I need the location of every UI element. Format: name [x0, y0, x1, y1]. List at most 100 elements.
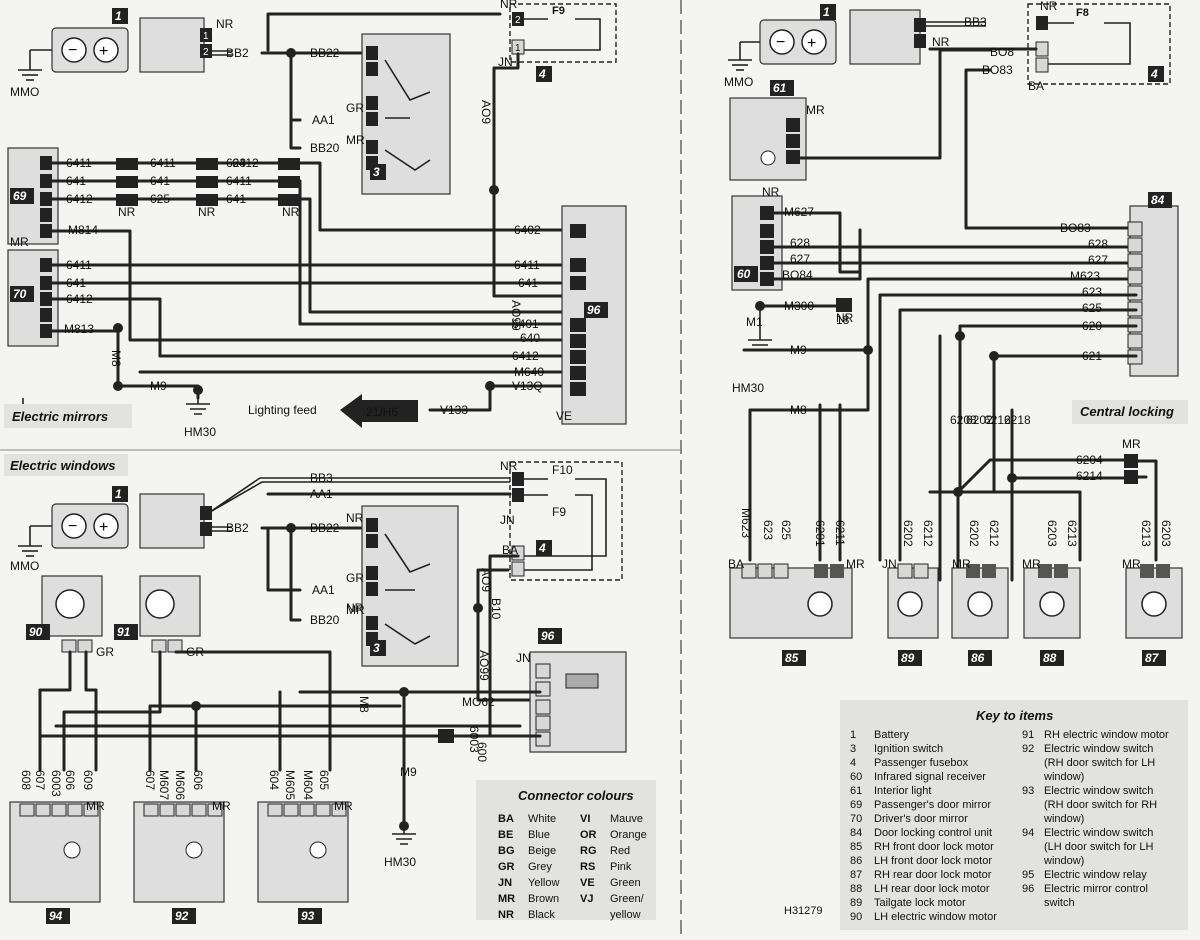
wire-label: JN — [500, 513, 515, 527]
windows-battery: − + — [18, 503, 129, 557]
wire-label: NR — [198, 205, 216, 219]
wire-label: NR — [1040, 0, 1058, 13]
svg-text:89: 89 — [901, 651, 915, 665]
wire-label: F9 — [552, 505, 566, 519]
wire-label: HM30 — [732, 381, 764, 395]
locking-fuse-label: F8 — [1076, 7, 1089, 19]
item-tag: 1 — [112, 486, 128, 502]
wire-label: BA — [1028, 79, 1044, 93]
item-tag: 94 — [46, 908, 70, 924]
window-switch-92 — [133, 801, 225, 903]
wire-label: V13Q — [512, 379, 543, 393]
wire-label: M300 — [784, 299, 814, 313]
key-number: 94 — [1022, 827, 1034, 839]
key-description: Passenger's door mirror — [874, 799, 991, 811]
wire-label: 641 — [150, 174, 170, 188]
item-tag: 1 — [820, 4, 836, 20]
wire-label: VE — [556, 409, 572, 423]
key-description: LH electric window motor — [874, 911, 997, 923]
colour-code: Pink — [610, 861, 632, 873]
wire-label: 604 — [267, 770, 281, 790]
key-description: (RH door switch for LH — [1044, 757, 1155, 769]
key-description: Electric window relay — [1044, 869, 1147, 881]
key-description: Electric mirror control — [1044, 883, 1148, 895]
wire-label: 6213 — [1065, 520, 1079, 547]
svg-text:96: 96 — [541, 629, 555, 643]
svg-text:91: 91 — [117, 625, 131, 639]
wire-label: 625 — [1082, 301, 1102, 315]
wire-label: 6003 — [467, 726, 481, 753]
wire-label: MO62 — [462, 695, 495, 709]
svg-text:1: 1 — [515, 43, 521, 54]
key-description: RH rear door lock motor — [874, 869, 992, 881]
key-description: RH electric window motor — [1044, 729, 1169, 741]
svg-text:+: + — [99, 43, 108, 60]
svg-text:87: 87 — [1145, 651, 1160, 665]
wire-label: MR — [10, 235, 29, 249]
key-description: Tailgate lock motor — [874, 897, 966, 909]
svg-text:−: − — [68, 42, 77, 59]
locking-battery: − + — [728, 19, 837, 71]
wire-label: NR — [836, 311, 854, 325]
key-description: Interior light — [874, 785, 931, 797]
item-tag: 61 — [770, 80, 794, 96]
colour-code: Blue — [528, 829, 550, 841]
colour-code: Beige — [528, 845, 556, 857]
colour-code: Brown — [528, 893, 559, 905]
item-tag: 3 — [370, 640, 386, 656]
colour-code: VE — [580, 877, 595, 889]
svg-text:4: 4 — [1150, 67, 1158, 81]
wire-label: 6218 — [1004, 413, 1031, 427]
colour-code: Black — [528, 909, 555, 921]
wire-label: M8 — [790, 403, 807, 417]
svg-text:3: 3 — [373, 165, 380, 179]
item-tag: 90 — [26, 624, 50, 640]
key-number: 84 — [850, 827, 862, 839]
colour-code: BG — [498, 845, 515, 857]
item-tag: 92 — [172, 908, 196, 924]
wire-label: 623 — [1082, 285, 1102, 299]
wire-label: 6411 — [66, 156, 92, 170]
wire-label: 18 — [836, 313, 850, 327]
item-tag: 60 — [734, 266, 758, 282]
wire-label: NR — [762, 185, 780, 199]
item-tag: 1 — [112, 8, 128, 24]
wire-label: M9 — [790, 343, 807, 357]
item-tag: 84 — [1148, 192, 1172, 208]
wire-label: AO9 — [479, 568, 493, 592]
wire-label: M606 — [173, 770, 187, 800]
svg-text:1: 1 — [823, 5, 830, 19]
colour-code: Red — [610, 845, 630, 857]
colour-code: RG — [580, 845, 597, 857]
wire-label: MR — [346, 603, 365, 617]
wire-label: 6412 — [66, 292, 93, 306]
wire-label: 6411 — [226, 174, 252, 188]
svg-text:3: 3 — [373, 641, 380, 655]
locking-section-title: Central locking — [1080, 404, 1174, 419]
key-number: 69 — [850, 799, 862, 811]
wire-label: 6202 — [967, 520, 981, 547]
wire-label: JN — [498, 55, 513, 69]
svg-text:88: 88 — [1043, 651, 1057, 665]
wire-label: 605 — [317, 770, 331, 790]
wire-label: 6411 — [150, 156, 176, 170]
wire-label: M627 — [784, 205, 814, 219]
svg-text:−: − — [68, 518, 77, 535]
item-tag: 91 — [114, 624, 138, 640]
svg-text:69: 69 — [13, 189, 27, 203]
wire-label: GR — [186, 645, 204, 659]
svg-text:90: 90 — [29, 625, 43, 639]
key-number: 70 — [850, 813, 862, 825]
item-tag: 3 — [370, 164, 386, 180]
wire-label: 609 — [81, 770, 95, 790]
colour-code: BE — [498, 829, 513, 841]
wire-label: 6212 — [987, 520, 1001, 547]
wire-label: 6203 — [1159, 520, 1173, 547]
wire-label: MMO — [10, 85, 39, 99]
svg-text:84: 84 — [1151, 193, 1165, 207]
wire-label: M640 — [514, 365, 544, 379]
wire-label: 6202 — [901, 520, 915, 547]
svg-text:60: 60 — [737, 267, 751, 281]
